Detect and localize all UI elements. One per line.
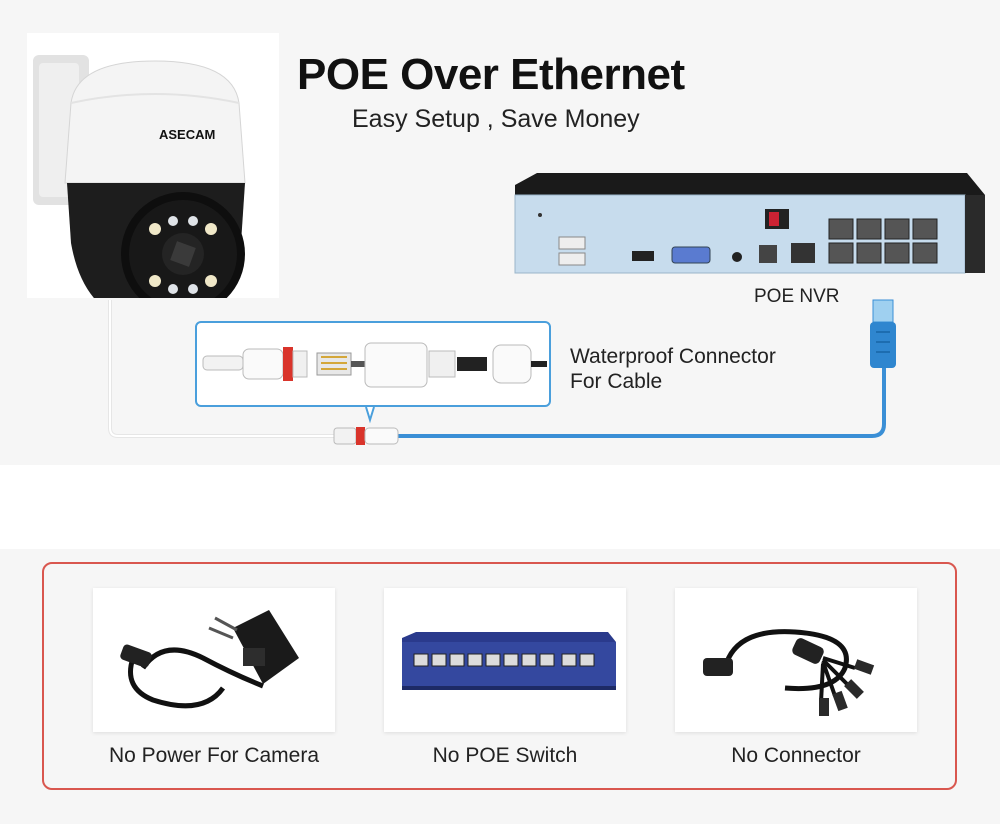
nvr-label: POE NVR (754, 286, 840, 307)
connector-label: Waterproof Connector For Cable (570, 344, 810, 394)
no-poe-switch-label: No POE Switch (432, 744, 578, 767)
poe-nvr-image (514, 173, 985, 274)
page-title: POE Over Ethernet (297, 50, 685, 99)
page-subtitle: Easy Setup , Save Money (352, 105, 640, 133)
ptz-camera-image: ASECAM (27, 33, 279, 298)
no-connector-label: No Connector (731, 744, 861, 767)
waterproof-connector-image (202, 342, 547, 388)
rj45-plug (870, 299, 896, 368)
inline-connector (333, 427, 399, 445)
no-connector-card (675, 588, 917, 732)
cable-wiring (108, 299, 896, 445)
not-required-frame (42, 562, 957, 790)
connector-label-line1: Waterproof Connector (570, 345, 776, 368)
waterproof-connector-callout (195, 321, 551, 407)
power-adapter-icon (120, 610, 299, 709)
no-poe-switch-card (384, 588, 626, 732)
no-power-label: No Power For Camera (108, 744, 320, 767)
connector-label-line2: For Cable (570, 370, 663, 393)
no-power-card (93, 588, 335, 732)
poe-switch-icon (402, 632, 616, 690)
camera-brand-logo: ASECAM (159, 127, 215, 142)
splitter-cable-icon (703, 629, 875, 716)
